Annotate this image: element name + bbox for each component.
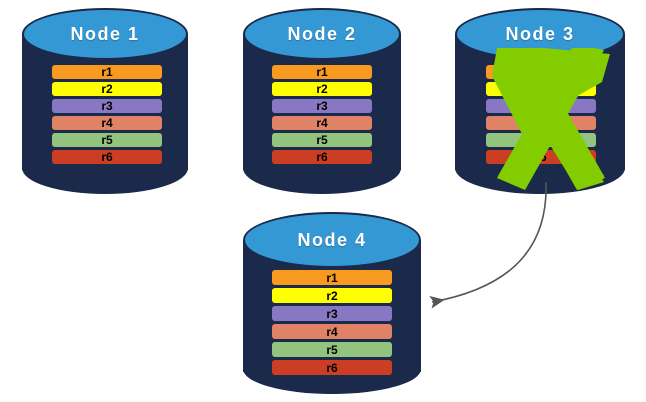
record-row[interactable]: r6 — [272, 360, 392, 375]
node-cylinder-3[interactable]: Node 3 r1 r2 r3 r4 r5 r6 — [455, 8, 625, 194]
record-row[interactable]: r2 — [52, 82, 162, 96]
record-row[interactable]: r5 — [272, 342, 392, 357]
record-row[interactable]: r1 — [52, 65, 162, 79]
record-row[interactable]: r3 — [486, 99, 596, 113]
cylinder-top — [243, 212, 421, 268]
record-row[interactable]: r3 — [52, 99, 162, 113]
record-row[interactable]: r2 — [272, 288, 392, 303]
cylinder-top — [22, 8, 188, 60]
record-row[interactable]: r4 — [272, 324, 392, 339]
record-row[interactable]: r2 — [272, 82, 372, 96]
record-row[interactable]: r4 — [52, 116, 162, 130]
record-list: r1 r2 r3 r4 r5 r6 — [52, 65, 162, 164]
node-title: Node 4 — [297, 230, 367, 250]
cylinder-top — [243, 8, 401, 60]
record-row[interactable]: r3 — [272, 99, 372, 113]
record-row[interactable]: r1 — [486, 65, 596, 79]
record-row[interactable]: r5 — [272, 133, 372, 147]
record-row[interactable]: r4 — [272, 116, 372, 130]
record-row[interactable]: r1 — [272, 270, 392, 285]
node-cylinder-4[interactable]: Node 4 r1 r2 r3 r4 r5 r6 — [243, 212, 421, 394]
record-row[interactable]: r3 — [272, 306, 392, 321]
record-row[interactable]: r1 — [272, 65, 372, 79]
cylinder-bottom — [243, 142, 401, 194]
record-row[interactable]: r4 — [486, 116, 596, 130]
node-title: Node 2 — [287, 24, 357, 44]
record-row[interactable]: r2 — [486, 82, 596, 96]
node-title: Node 1 — [70, 24, 140, 44]
record-list: r1 r2 r3 r4 r5 r6 — [486, 65, 596, 164]
node-cylinder-1[interactable]: Node 1 r1 r2 r3 r4 r5 r6 — [22, 8, 188, 194]
record-row[interactable]: r5 — [486, 133, 596, 147]
record-row[interactable]: r6 — [52, 150, 162, 164]
record-row[interactable]: r5 — [52, 133, 162, 147]
record-list: r1 r2 r3 r4 r5 r6 — [272, 65, 372, 164]
record-row[interactable]: r6 — [486, 150, 596, 164]
node-cylinder-2[interactable]: Node 2 r1 r2 r3 r4 r5 r6 — [243, 8, 401, 194]
record-row[interactable]: r6 — [272, 150, 372, 164]
record-list: r1 r2 r3 r4 r5 r6 — [272, 270, 392, 375]
node-title: Node 3 — [505, 24, 575, 44]
